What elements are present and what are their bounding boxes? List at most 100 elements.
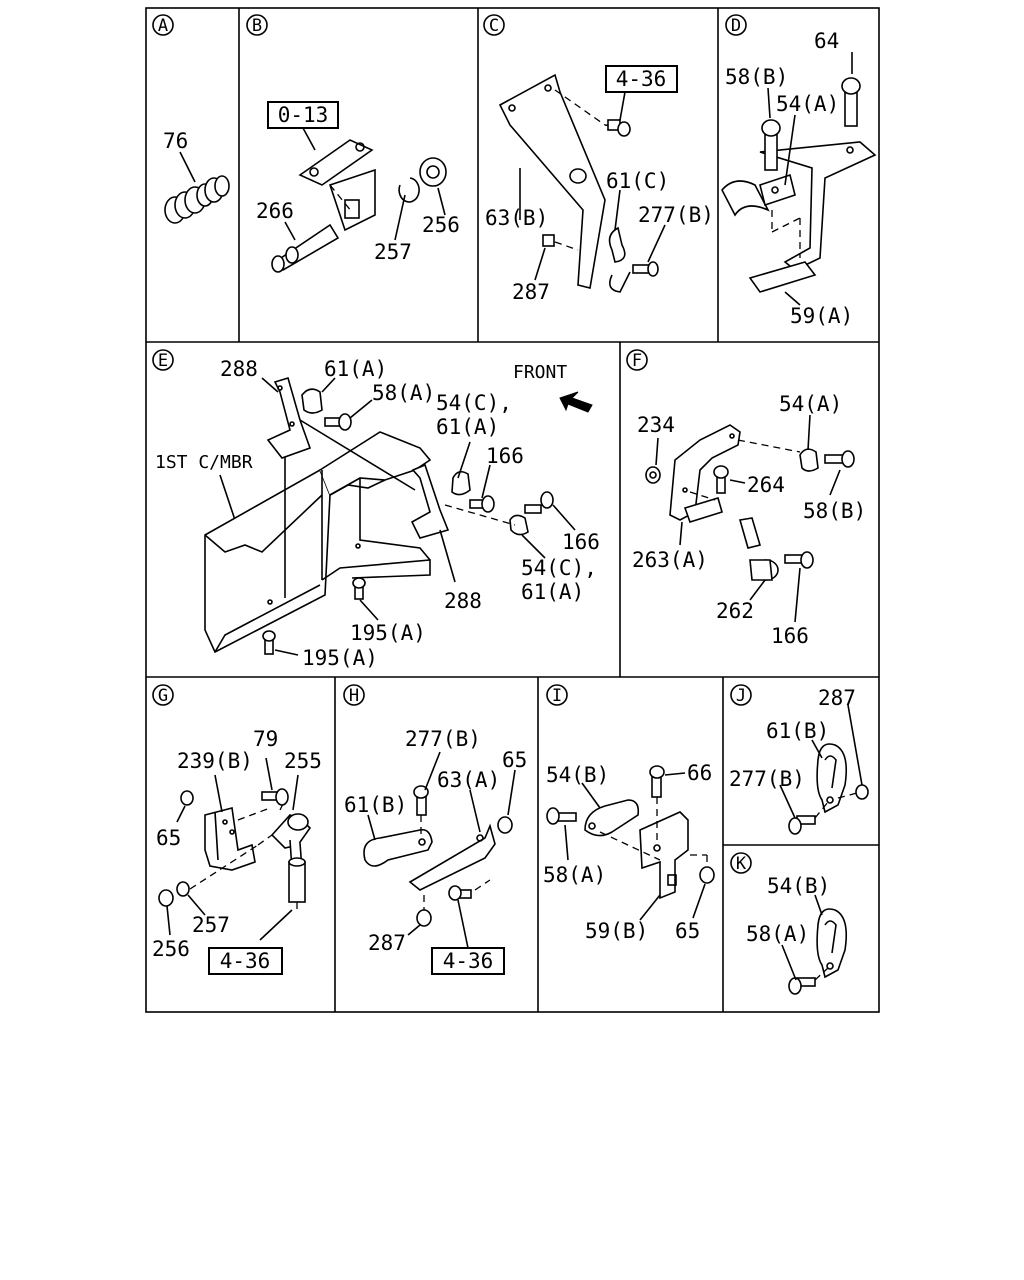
bolt-166-lower bbox=[524, 504, 542, 514]
panel-f-id: F bbox=[632, 351, 642, 371]
panel-grid bbox=[145, 7, 880, 1013]
label-195a-upper: 195(A) bbox=[350, 621, 426, 645]
panel-a: A 76 bbox=[152, 14, 230, 224]
panel-i: I 54(B) 66 58(A) 59(B) 65 bbox=[543, 684, 715, 943]
label-54a-f: 54(A) bbox=[779, 392, 842, 416]
label-65-g: 65 bbox=[156, 826, 181, 850]
panel-g: G 4-36 79 239(B) 255 65 256 257 bbox=[152, 684, 322, 975]
panel-b: B 0-13 266 257 256 bbox=[246, 14, 460, 273]
bracket-63a bbox=[408, 823, 496, 891]
panel-h-id: H bbox=[349, 686, 359, 706]
panel-e-badge bbox=[152, 349, 174, 371]
clip-54c-upper bbox=[451, 470, 471, 496]
front-arrow-icon bbox=[559, 391, 593, 413]
nut-65-i bbox=[699, 866, 715, 884]
washer-257 bbox=[176, 881, 190, 897]
label-166-f: 166 bbox=[771, 624, 809, 648]
label-239b: 239(B) bbox=[177, 749, 253, 773]
bolt-277b bbox=[632, 264, 650, 274]
bracket-288-right bbox=[410, 463, 450, 539]
label-54c-lower: 54(C), bbox=[521, 556, 597, 580]
label-61b-j: 61(B) bbox=[766, 719, 829, 743]
clip-54b-k bbox=[816, 908, 848, 979]
label-255: 255 bbox=[284, 749, 322, 773]
label-59b: 59(B) bbox=[585, 919, 648, 943]
panel-k: K 54(B) 58(A) bbox=[730, 852, 848, 995]
cross-member-label: 1ST C/MBR bbox=[155, 452, 253, 473]
label-65-h: 65 bbox=[502, 748, 527, 772]
nut-234 bbox=[645, 466, 661, 484]
front-label: FRONT bbox=[513, 362, 567, 383]
label-54b-k: 54(B) bbox=[767, 874, 830, 898]
panel-c-id: C bbox=[489, 16, 499, 36]
label-166-lower: 166 bbox=[562, 530, 600, 554]
ref-0-13: 0-13 bbox=[278, 103, 329, 127]
panel-b-badge bbox=[246, 14, 268, 36]
label-257-g: 257 bbox=[192, 913, 230, 937]
clip-54b-i bbox=[584, 799, 640, 837]
clip-54a-f bbox=[799, 448, 819, 472]
label-288-lower: 288 bbox=[444, 589, 482, 613]
label-65-i: 65 bbox=[675, 919, 700, 943]
panel-d: D 64 58(B) 54(A) 59(A) bbox=[721, 14, 877, 328]
label-287-j: 287 bbox=[818, 686, 856, 710]
snap-ring-257 bbox=[398, 177, 420, 203]
panel-j-id: J bbox=[736, 686, 746, 706]
label-66: 66 bbox=[687, 761, 712, 785]
label-264: 264 bbox=[747, 473, 785, 497]
ref-4-36-c: 4-36 bbox=[616, 67, 667, 91]
label-61b-h: 61(B) bbox=[344, 793, 407, 817]
ref-box-0-13 bbox=[267, 101, 339, 129]
nut-287 bbox=[542, 234, 555, 247]
nut-287-h bbox=[416, 909, 432, 927]
bolt-58b-f bbox=[824, 454, 844, 464]
label-266: 266 bbox=[256, 199, 294, 223]
ref-4-36-h: 4-36 bbox=[443, 949, 494, 973]
nut-65 bbox=[180, 790, 194, 806]
label-195a-lower: 195(A) bbox=[302, 646, 378, 670]
panel-c: C 4-36 61(C) 63(B) 277(B) 287 bbox=[483, 14, 714, 304]
label-58a: 58(A) bbox=[372, 381, 435, 405]
label-277b-j: 277(B) bbox=[729, 767, 805, 791]
label-256-g: 256 bbox=[152, 937, 190, 961]
panel-b-id: B bbox=[252, 16, 262, 36]
label-63b: 63(B) bbox=[485, 206, 548, 230]
pipe-4-36 bbox=[288, 861, 306, 903]
panel-h-badge bbox=[343, 684, 365, 706]
clip-61b-j bbox=[816, 743, 848, 814]
panel-e: E FRONT 1ST C/MBR bbox=[152, 349, 600, 670]
label-64: 64 bbox=[814, 29, 839, 53]
panel-i-id: I bbox=[552, 686, 562, 706]
clip-61a bbox=[301, 388, 323, 414]
panel-g-id: G bbox=[158, 686, 168, 706]
nut-287-j bbox=[855, 784, 869, 800]
nut-65-h bbox=[497, 816, 513, 834]
label-288-upper: 288 bbox=[220, 357, 258, 381]
panel-g-badge bbox=[152, 684, 174, 706]
label-61c: 61(C) bbox=[606, 169, 669, 193]
bracket-262 bbox=[738, 517, 762, 549]
panel-c-badge bbox=[483, 14, 505, 36]
label-287-h: 287 bbox=[368, 931, 406, 955]
bracket-59b bbox=[639, 811, 689, 900]
panel-i-badge bbox=[546, 684, 568, 706]
label-234: 234 bbox=[637, 413, 675, 437]
panel-f: F 234 54(A) 264 58(B) 263(A) 262 166 bbox=[626, 349, 866, 648]
clip-54a bbox=[721, 180, 770, 217]
panel-d-id: D bbox=[731, 16, 741, 36]
ref-4-36-g: 4-36 bbox=[220, 949, 271, 973]
panel-j-badge bbox=[730, 684, 752, 706]
label-63a: 63(A) bbox=[437, 768, 500, 792]
bolt-64 bbox=[844, 89, 858, 127]
label-58b-f: 58(B) bbox=[803, 499, 866, 523]
label-61a-middle: 61(A) bbox=[436, 415, 499, 439]
label-256: 256 bbox=[422, 213, 460, 237]
panel-h: H 4-36 277(B) 65 63(A) 61(B) 287 bbox=[343, 684, 527, 975]
panel-d-badge bbox=[725, 14, 747, 36]
cross-member bbox=[204, 431, 432, 654]
label-58b: 58(B) bbox=[725, 65, 788, 89]
label-54c-upper: 54(C), bbox=[436, 391, 512, 415]
label-59a: 59(A) bbox=[790, 304, 853, 328]
bracket-239b bbox=[204, 807, 256, 871]
